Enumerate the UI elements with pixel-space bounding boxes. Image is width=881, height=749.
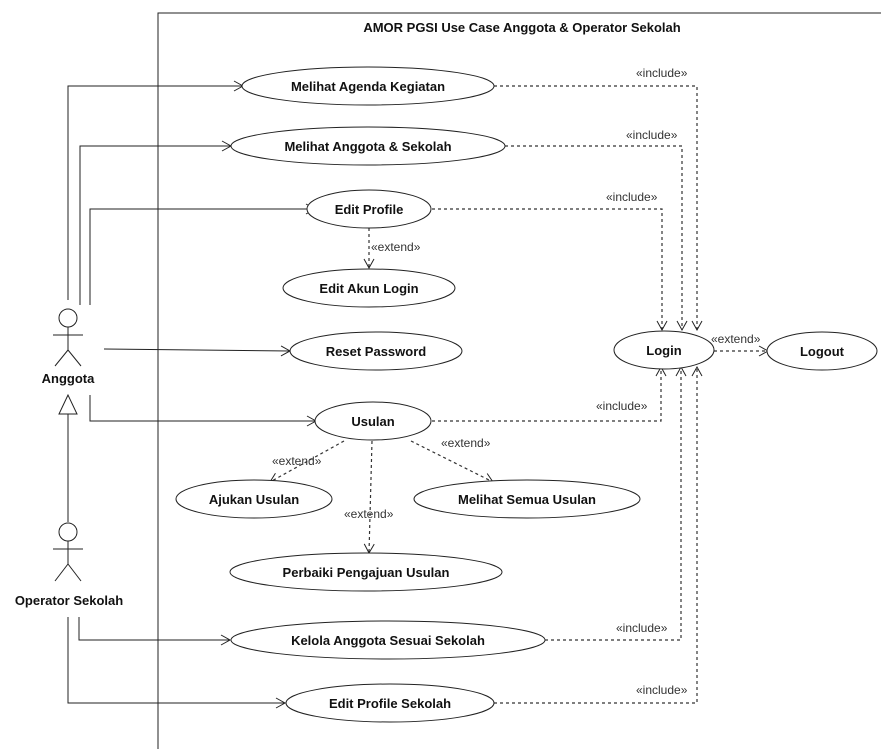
extend-label-2: «extend» [711, 332, 761, 346]
use-case-perbaiki-pengajuan[interactable]: Perbaiki Pengajuan Usulan [229, 552, 503, 592]
use-case-edit-akun-login[interactable]: Edit Akun Login [282, 268, 456, 308]
assoc-melihat-anggota [79, 140, 233, 305]
stereotype-labels: «include» «include» «include» «include» … [272, 66, 761, 697]
use-case-edit-profile[interactable]: Edit Profile [306, 189, 432, 229]
use-case-login[interactable]: Login [613, 330, 715, 370]
extend-label-1: «extend» [371, 240, 421, 254]
assoc-kelola-anggota [78, 617, 232, 646]
include-profile-sekolah-login [494, 365, 703, 704]
use-case-label: Melihat Semua Usulan [458, 492, 596, 507]
extend-relations [269, 228, 770, 555]
actor-anggota[interactable]: Anggota [42, 308, 95, 386]
include-label-5: «include» [616, 621, 668, 635]
use-case-label: Melihat Anggota & Sekolah [284, 139, 451, 154]
use-case-kelola-anggota[interactable]: Kelola Anggota Sesuai Sekolah [230, 620, 546, 660]
extend-label-3: «extend» [441, 436, 491, 450]
include-label-3: «include» [606, 190, 658, 204]
include-anggota-login [505, 145, 688, 332]
use-case-label: Edit Profile Sekolah [329, 696, 451, 711]
use-case-ajukan-usulan[interactable]: Ajukan Usulan [175, 479, 333, 519]
include-label-1: «include» [636, 66, 688, 80]
assoc-edit-profile [89, 203, 317, 305]
use-case-label: Edit Akun Login [319, 281, 418, 296]
use-case-label: Perbaiki Pengajuan Usulan [283, 565, 450, 580]
include-label-6: «include» [636, 683, 688, 697]
system-boundary: AMOR PGSI Use Case Anggota & Operator Se… [157, 12, 881, 749]
include-kelola-login [545, 365, 687, 641]
assoc-edit-profile-sekolah [67, 617, 287, 709]
use-case-melihat-anggota[interactable]: Melihat Anggota & Sekolah [230, 126, 506, 166]
assoc-reset-password [103, 345, 292, 357]
actor-operator-label: Operator Sekolah [15, 593, 123, 608]
include-agenda-login [494, 85, 703, 332]
actor-operator-sekolah[interactable]: Operator Sekolah [15, 522, 123, 608]
use-case-label: Edit Profile [335, 202, 404, 217]
use-case-label: Reset Password [326, 344, 426, 359]
use-case-label: Logout [800, 344, 845, 359]
use-case-melihat-agenda[interactable]: Melihat Agenda Kegiatan [241, 66, 495, 106]
use-case-melihat-semua-usulan[interactable]: Melihat Semua Usulan [413, 479, 641, 519]
use-case-logout[interactable]: Logout [766, 331, 878, 371]
include-label-2: «include» [626, 128, 678, 142]
include-edit-profile-login [432, 208, 668, 332]
use-case-usulan[interactable]: Usulan [314, 401, 432, 441]
actor-anggota-label: Anggota [42, 371, 95, 386]
use-case-label: Melihat Agenda Kegiatan [291, 79, 445, 94]
include-usulan-login [432, 365, 667, 422]
associations-anggota [67, 80, 318, 427]
use-case-label: Usulan [351, 414, 394, 429]
extend-label-4: «extend» [272, 454, 322, 468]
assoc-melihat-agenda [67, 80, 245, 300]
generalization-operator-to-anggota [58, 393, 78, 522]
use-case-reset-password[interactable]: Reset Password [289, 331, 463, 371]
use-case-edit-profile-sekolah[interactable]: Edit Profile Sekolah [285, 683, 495, 723]
assoc-usulan [89, 395, 318, 427]
include-relations [432, 85, 703, 704]
extend-perbaiki [363, 440, 375, 555]
extend-ajukan [269, 440, 345, 483]
use-case-label: Ajukan Usulan [209, 492, 299, 507]
extend-label-5: «extend» [344, 507, 394, 521]
system-title: AMOR PGSI Use Case Anggota & Operator Se… [363, 20, 680, 35]
use-case-label: Login [646, 343, 681, 358]
include-label-4: «include» [596, 399, 648, 413]
associations-operator [67, 617, 287, 709]
use-case-label: Kelola Anggota Sesuai Sekolah [291, 633, 485, 648]
